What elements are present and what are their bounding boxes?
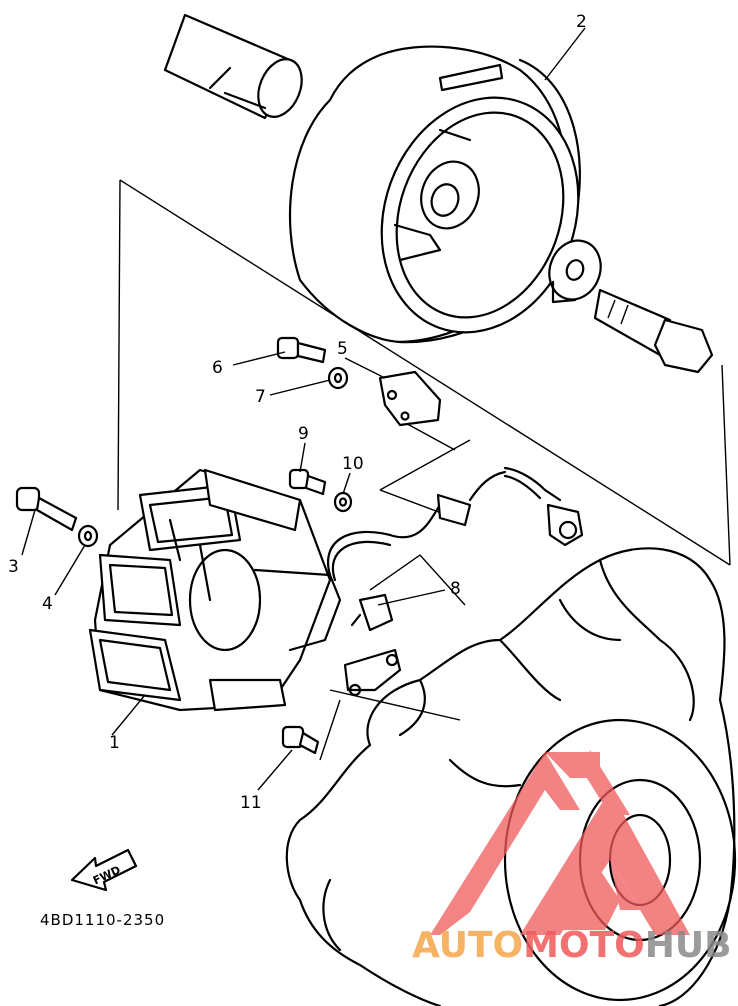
callout-1: 1 [109,733,120,753]
washer-part-7 [327,366,349,390]
watermark-hub: HUB [645,925,732,966]
callout-11: 11 [240,793,262,813]
callout-7: 7 [255,387,266,407]
callout-10: 10 [342,454,364,474]
screw-part-9 [288,468,327,496]
fwd-arrow-icon: FWD [70,848,138,892]
exploded-frame-lines [117,179,731,761]
flywheel-washer [548,239,602,304]
woodruff-key-sleeve [163,13,303,120]
screw-part-3 [15,486,78,532]
watermark-moto: MOTO [523,925,645,966]
crankcase-outline [285,547,737,1006]
drawing-code: 4BD1110-2350 [40,911,165,929]
callout-9: 9 [298,424,309,444]
callout-3: 3 [8,557,19,577]
bolt-part-6 [276,336,327,364]
washer-part-10 [333,491,353,513]
watermark-auto: AUTO [412,925,523,966]
stator-assembly-part-1 [88,468,342,712]
callout-labels: 1 2 3 4 5 6 7 8 9 10 11 [8,12,587,813]
watermark-logo [430,750,690,935]
sensor-part-8 [343,593,402,697]
callout-5: 5 [337,339,348,359]
callout-4: 4 [42,594,53,614]
flywheel-rotor [288,45,581,344]
pickup-coil-part-5 [378,370,442,427]
callout-2: 2 [576,12,587,32]
screw-part-11 [281,725,320,755]
leader-lines [21,27,586,791]
wiring-harness [327,466,584,582]
callout-6: 6 [212,358,223,378]
watermark-text: AUTOMOTOHUB [412,925,732,966]
washer-part-4 [77,524,99,548]
flywheel-nut [593,288,714,374]
callout-8: 8 [450,579,461,599]
